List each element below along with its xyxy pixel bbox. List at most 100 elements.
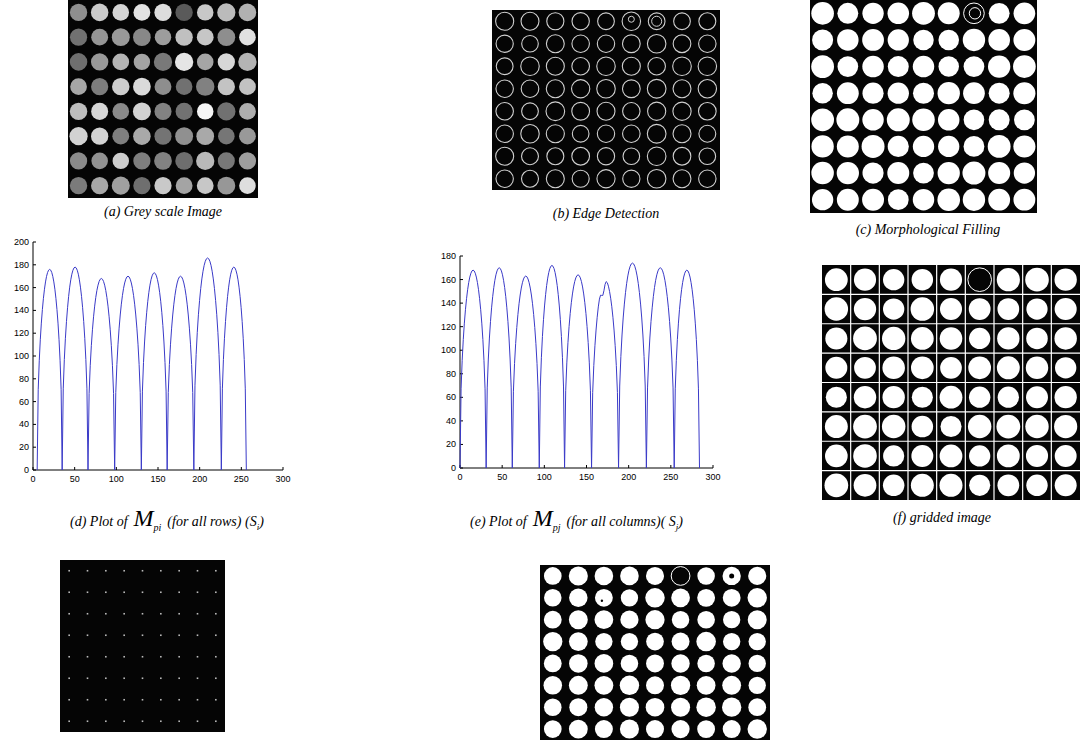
spot-edge [521,80,539,98]
filled-spot [938,82,960,104]
filled-spot [912,269,933,290]
image-ground [68,0,258,198]
filled-spot [1054,327,1076,349]
filled-spot [825,268,848,291]
segmented-spot [569,654,588,673]
tick-mark [33,242,36,243]
microarray-spot [154,128,171,145]
grid-line [822,353,1080,354]
centre-dot [197,656,199,658]
filled-spot [1013,135,1035,157]
centre-dot [68,720,70,722]
segmented-spot [569,698,587,716]
grey-scale-image [68,0,258,198]
centre-dot [105,634,107,636]
spot-edge [648,57,666,75]
caption-part: M [134,505,154,532]
microarray-spot [154,4,171,21]
spot-edge [572,80,590,98]
centre-dot [178,570,180,572]
centre-dot [197,634,199,636]
centre-dot [160,613,162,615]
caption-line: (d) Plot ofMpi(for all rows) (Si) [70,505,264,532]
spot-edge [699,35,716,52]
filled-spot [964,136,985,157]
tick-mark [33,287,36,288]
centre-dot [215,570,217,572]
microarray-spot [91,4,109,22]
centre-dot [178,634,180,636]
spot-edge [648,13,665,30]
tick-mark [33,378,36,379]
spot-edge [522,148,539,165]
filled-spot [963,29,985,51]
microarray-spot [176,78,193,95]
grid-line [822,294,1080,295]
centre-dot [215,613,217,615]
segmented-spot [697,655,715,673]
segmented-spot [749,677,766,694]
filled-spot [837,135,859,157]
caption-part: pj [553,522,561,533]
filled-spot [911,474,934,497]
segmented-spot [594,676,613,695]
segmented-spot [621,655,639,673]
figure-caption: (b) Edge Detection [553,206,660,222]
centre-dot [68,634,70,636]
tick-label: 180 [441,251,456,261]
gridded-image [822,265,1080,500]
spot-edge [546,80,564,98]
segmented-spot [620,676,639,695]
filled-spot [989,109,1010,130]
filled-spot [882,327,905,350]
microarray-spot [196,77,214,95]
centre-dot [160,699,162,701]
spot-edge [597,79,616,98]
segmented-spot [749,633,766,650]
centre-dot [215,720,217,722]
segmented-spot [646,567,664,585]
filled-spot [969,387,990,408]
microarray-spot [154,152,172,170]
segmented-spot [595,654,614,673]
tick-label: 250 [234,474,249,484]
image-ground [822,265,1080,500]
filled-spot [888,29,909,50]
centre-dot [197,720,199,722]
spot-edge [622,35,640,53]
filled-spot [825,357,847,379]
centre-dot [215,656,217,658]
segmented-spot [748,610,767,629]
spot-edge [673,80,691,98]
filled-spot [862,3,883,24]
spot-edge [647,79,666,98]
spot-edge [522,170,539,187]
filled-spot [913,136,934,157]
segmented-spot [620,698,639,717]
microarray-spot [176,177,193,194]
centre-dot [105,720,107,722]
centre-dot [87,591,89,593]
tick-label: 20 [19,442,29,452]
segmented-spot [696,632,716,652]
centre-dot [123,570,125,572]
centre-dot [197,613,199,615]
filled-spot [968,356,991,379]
centre-dot [178,656,180,658]
segmented-spot [645,610,664,629]
microarray-spot [133,177,150,194]
microarray-spot [217,3,235,21]
spot-edge [673,170,691,188]
microarray-spot [155,78,172,95]
filled-spot [862,189,884,211]
centre-dot [123,656,125,658]
spot-edge [622,12,640,30]
grid-line [822,441,1080,442]
segmented-spot [672,611,690,629]
microarray-spot [91,29,108,46]
tick-mark [33,356,36,357]
spot-edge [597,170,615,188]
microarray-spot [112,78,129,95]
filled-spot [940,357,962,379]
filled-spot [853,327,877,351]
